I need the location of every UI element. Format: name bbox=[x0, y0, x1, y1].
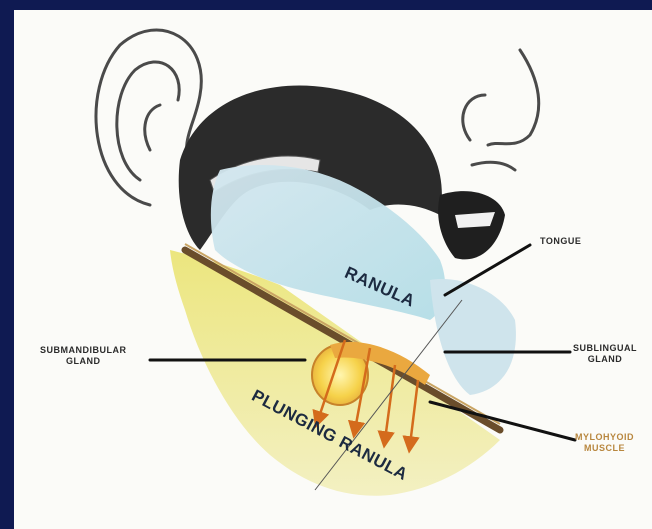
submandibular-gland-label-line1: SUBMANDIBULAR bbox=[40, 345, 127, 356]
submandibular-gland-label-line2: GLAND bbox=[40, 356, 127, 367]
mylohyoid-muscle-label: MYLOHYOID MUSCLE bbox=[575, 432, 634, 455]
mylohyoid-muscle-label-line2: MUSCLE bbox=[575, 443, 634, 454]
sublingual-gland-label: SUBLINGUAL GLAND bbox=[573, 343, 637, 366]
submandibular-gland-label: SUBMANDIBULAR GLAND bbox=[40, 345, 127, 368]
sublingual-gland-label-line1: SUBLINGUAL bbox=[573, 343, 637, 354]
frame-left-band bbox=[0, 0, 14, 330]
tongue-label: TONGUE bbox=[540, 236, 581, 247]
sublingual-gland-label-line2: GLAND bbox=[573, 354, 637, 365]
mylohyoid-muscle-label-line1: MYLOHYOID bbox=[575, 432, 634, 443]
